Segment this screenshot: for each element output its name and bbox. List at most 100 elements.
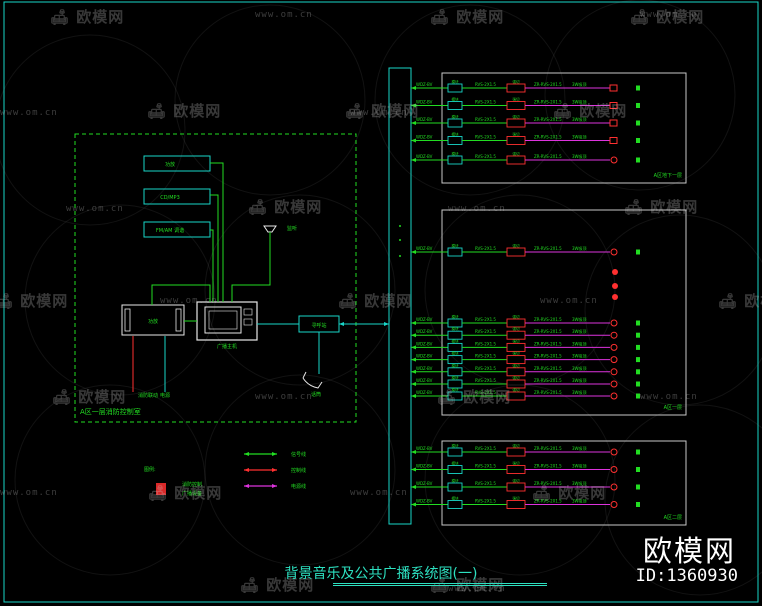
legend-arrow [244, 468, 249, 472]
terminal-mark [636, 138, 640, 143]
speaker-icon [610, 392, 618, 400]
switch-tag: 强切 [513, 151, 521, 156]
zone-box [441, 72, 687, 184]
switch-tag: 强切 [513, 114, 521, 119]
power-line-label: ZR-RVS-2X1.5 [534, 82, 562, 87]
terminal-mark [636, 381, 640, 387]
watermark-url: www.om.cn [255, 392, 313, 402]
speaker-box-icon [609, 102, 618, 109]
legend-arrow [272, 468, 277, 472]
zone-box [441, 209, 687, 416]
watermark-logo: 🛋 欧模网 [52, 388, 127, 406]
feed-label: WDZ-BV [416, 341, 433, 346]
switch-box [506, 155, 526, 165]
cable-label: RVS-2X1.5 [475, 378, 496, 383]
branch-label: 3W吸顶 [572, 82, 587, 87]
switch-tag: 强切 [513, 326, 521, 331]
fire-link-label: 消防联动 [138, 392, 158, 399]
switch-box [506, 355, 526, 365]
module-tag: 模块 [452, 79, 460, 84]
power-label: 电源 [160, 392, 170, 399]
zone-box [441, 440, 687, 526]
feed-label: WDZ-BV [416, 135, 433, 140]
module-label: 功放 [165, 161, 175, 168]
zone-module [447, 447, 463, 457]
watermark-url: www.om.cn [0, 488, 58, 498]
title-underline [333, 583, 547, 586]
watermark-url: www.om.cn [66, 204, 124, 214]
module-tag: 模块 [452, 387, 460, 392]
cable-label: RVS-2X1.5 [475, 341, 496, 346]
watermark-circle [424, 384, 616, 576]
legend-arrow [244, 484, 249, 488]
speaker-box-icon [609, 119, 618, 127]
watermark-url: www.om.cn [448, 204, 506, 214]
module-tag: 模块 [452, 97, 460, 102]
watermark-url: www.om.cn [640, 392, 698, 402]
cable-label: RVS-2X1.5 [475, 246, 496, 251]
legend-note-1: 消防控制 [182, 481, 202, 488]
terminal-mark [636, 357, 640, 363]
legend-title: 图例: [144, 466, 156, 473]
switch-tag: 强切 [513, 461, 521, 466]
amplifier-unit: 功放 [121, 304, 185, 336]
module-tag: 模块 [452, 351, 460, 356]
module-label: FM/AM 调谐 [156, 227, 184, 234]
watermark-url: www.om.cn [640, 10, 698, 20]
switch-box [506, 101, 526, 110]
legend-arrow [244, 452, 249, 456]
power-line-label: ZR-RVS-2X1.5 [534, 464, 562, 469]
alarm-dot [612, 294, 618, 300]
amplifier-label: 功放 [148, 318, 158, 325]
feed-label: WDZ-BV [416, 390, 433, 395]
module-tag: 模块 [452, 114, 460, 119]
power-line-label: ZR-RVS-2X1.5 [534, 135, 562, 140]
watermark-circle [584, 214, 762, 406]
feed-label: WDZ-BV [416, 154, 433, 159]
watermark-url: www.om.cn [350, 488, 408, 498]
feed-arrow [411, 369, 416, 374]
module-tag: 模块 [452, 375, 460, 380]
feed-arrow [411, 321, 416, 325]
feed-label: WDZ-BV [416, 317, 433, 322]
feed-arrow [411, 333, 416, 338]
module-tag: 模块 [452, 132, 460, 137]
switch-tag: 强切 [513, 79, 521, 84]
watermark-url: www.om.cn [0, 108, 58, 118]
alarm-dot [612, 283, 618, 289]
cable-label: RVS-2X1.5 [475, 154, 496, 159]
microphone-icon: 话筒 [302, 371, 323, 398]
switch-box [506, 136, 526, 145]
power-line-label: ZR-RVS-2X1.5 [534, 117, 562, 122]
switch-tag: 强切 [513, 97, 521, 102]
watermark-logo: 🛋 欧模网 [0, 292, 69, 310]
switch-box [506, 330, 526, 340]
feed-label: WDZ-BV [416, 499, 433, 504]
watermark-url: www.om.cn [540, 296, 598, 306]
watermark-url: www.om.cn [350, 108, 408, 118]
speaker-icon [610, 343, 618, 351]
branch-label: 3W吸顶 [572, 390, 587, 395]
module-tag: 模块 [452, 496, 460, 501]
switch-tag: 强切 [513, 375, 521, 380]
branch-label: 3W吸顶 [572, 154, 587, 159]
cable-label: RVS-2X1.5 [475, 354, 496, 359]
cable-label: RVS-2X1.5 [475, 82, 496, 87]
diagram-title: 背景音乐及公共广播系统图(一) [284, 566, 478, 582]
host-label: 广播主机 [217, 343, 237, 350]
speaker-icon [610, 448, 618, 456]
power-line-label: ZR-RVS-2X1.5 [534, 317, 562, 322]
branch-label: 3W吸顶 [572, 378, 587, 383]
speaker-icon [610, 466, 618, 473]
speaker-icon [610, 483, 618, 491]
feed-arrow [411, 382, 416, 386]
power-line-label: ZR-RVS-2X1.5 [534, 446, 562, 451]
power-line-label: ZR-RVS-2X1.5 [534, 499, 562, 504]
terminal-mark [636, 449, 640, 455]
terminal-mark [636, 120, 640, 126]
control-room-label: A区一层消防控制室 [80, 407, 141, 416]
watermark-logo: 🛋 欧模网 [147, 102, 222, 120]
